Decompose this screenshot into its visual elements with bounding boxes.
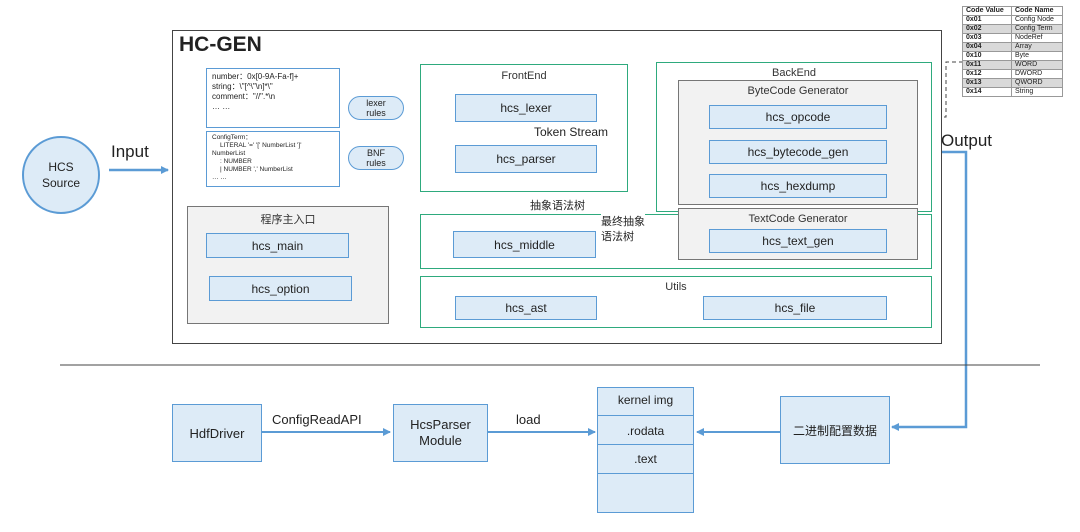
config-read-api-label: ConfigReadAPI [272, 412, 362, 427]
bnf-rules-pill: BNF rules [348, 146, 404, 170]
input-label: Input [111, 142, 149, 161]
hcs-opcode-node: hcs_opcode [709, 105, 887, 129]
main-entry-container: 程序主入口 [187, 206, 389, 324]
bnf-pill-line2: rules [366, 158, 386, 168]
hcs-text-gen-node: hcs_text_gen [709, 229, 887, 253]
binary-config-data-node: 二进制配置数据 [780, 396, 890, 464]
hcs-lexer-node: hcs_lexer [455, 94, 597, 122]
utils-title: Utils [665, 281, 687, 293]
source-label-line2: Source [41, 176, 81, 190]
lexer-rule-line: string：\"[^\"\n]*\" [212, 82, 273, 91]
bnf-rule-line: ConfigTerm： [212, 134, 252, 141]
load-label: load [516, 412, 541, 427]
hcs-bytecode-gen-node: hcs_bytecode_gen [709, 140, 887, 164]
lexer-pill-line1: lexer [366, 98, 386, 108]
bnf-pill-line1: BNF [367, 148, 385, 158]
lexer-rules-pill: lexer rules [348, 96, 404, 120]
backend-title: BackEnd [771, 67, 817, 79]
kernel-divider [597, 444, 694, 445]
kernel-divider [597, 473, 694, 474]
kernel-img-label: kernel img [617, 393, 674, 407]
hc-gen-title: HC-GEN [179, 33, 262, 56]
bnf-rule-line: : NUMBER [220, 158, 252, 165]
hcsparser-line1: HcsParser [410, 417, 471, 432]
bytecode-generator-title: ByteCode Generator [747, 85, 849, 97]
hcs-hexdump-node: hcs_hexdump [709, 174, 887, 198]
frontend-title: FrontEnd [501, 70, 547, 82]
hcsparser-line2: Module [419, 433, 462, 448]
lexer-rule-line: comment："//".*\n [212, 92, 276, 101]
hdfdriver-node: HdfDriver [172, 404, 262, 462]
ast-label: 抽象语法树 [530, 200, 585, 212]
table-header: Code Value [962, 6, 1012, 16]
bnf-rules-box: ConfigTerm： LITERAL '=' '[' NumberList '… [206, 131, 340, 187]
lexer-rules-box: number：0x[0-9A-Fa-f]+ string：\"[^\"\n]*\… [206, 68, 340, 128]
bnf-rule-line: … … [212, 174, 227, 181]
hcs-main-node: hcs_main [206, 233, 349, 258]
lexer-pill-line2: rules [366, 108, 386, 118]
main-entry-title: 程序主入口 [260, 214, 316, 226]
kernel-divider [597, 415, 694, 416]
output-label: Output [941, 131, 993, 150]
hcs-file-node: hcs_file [703, 296, 887, 320]
source-label-line1: HCS [48, 160, 74, 174]
token-stream-label: Token Stream [534, 125, 609, 139]
final-ast-label-line1: 最终抽象 [601, 213, 645, 229]
bnf-rule-line: LITERAL '=' '[' NumberList ']' [220, 142, 302, 149]
hcs-source-node: HCS Source [22, 136, 100, 214]
hcs-ast-node: hcs_ast [455, 296, 597, 320]
text-section-label: .text [634, 452, 657, 466]
lexer-rule-line: … … [212, 102, 231, 111]
hcsparser-module-node: HcsParser Module [393, 404, 488, 462]
final-ast-label-line2: 语法树 [601, 228, 634, 244]
rodata-label: .rodata [626, 424, 665, 438]
bnf-rule-line: NumberList [212, 150, 246, 157]
kernel-img-container [597, 387, 694, 513]
bnf-rule-line: | NUMBER ',' NumberList [220, 166, 293, 173]
hcs-option-node: hcs_option [209, 276, 352, 301]
hcs-parser-node: hcs_parser [455, 145, 597, 173]
lexer-rule-line: number：0x[0-9A-Fa-f]+ [212, 72, 299, 81]
hcs-middle-node: hcs_middle [453, 231, 596, 258]
table-header: Code Name [1011, 6, 1063, 16]
textcode-generator-title: TextCode Generator [748, 213, 848, 225]
